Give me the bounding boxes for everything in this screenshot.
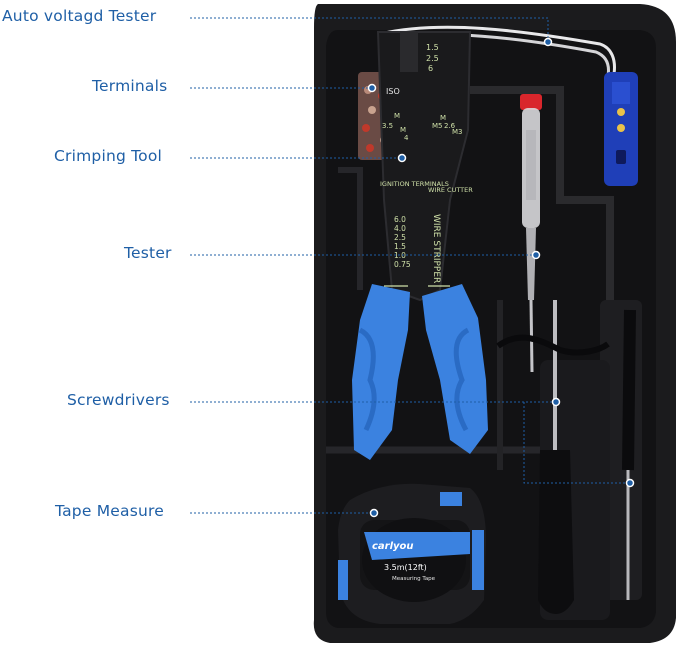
screwdrivers — [496, 300, 636, 614]
crimper-mid-marking-7: M3 — [452, 128, 463, 136]
label-screwdrivers: Screwdrivers — [67, 391, 170, 409]
label-auto-voltage-tester: Auto voltagd Tester — [2, 7, 157, 25]
crimper-gauge-1: 4.0 — [394, 224, 406, 233]
crimper-mid-marking-4: M5 — [432, 122, 443, 130]
dot-crimping-tool — [397, 153, 407, 163]
label-tape-measure: Tape Measure — [55, 502, 164, 520]
tape-subtitle: Measuring Tape — [392, 576, 436, 582]
crimper-wire-cutter: WIRE CUTTER — [428, 186, 473, 194]
crimper-mid-marking-1: 3.5 — [382, 122, 393, 130]
crimper-wire-stripper: WIRE STRIPPER — [431, 214, 441, 283]
label-crimping-tool: Crimping Tool — [54, 147, 163, 165]
leader-screwdrivers-2 — [523, 402, 630, 484]
crimper-gauge-2: 2.5 — [394, 233, 406, 242]
crimper-size-3: 6 — [428, 64, 433, 73]
crimper-iso: ISO — [386, 87, 400, 96]
crimper-ignition: IGNITION TERMINALS — [380, 180, 449, 188]
callout-lines — [190, 17, 630, 514]
crimper-gauge-0: 6.0 — [394, 215, 406, 224]
label-tester: Tester — [124, 244, 172, 262]
crimper-mid-marking-0: M — [394, 112, 400, 120]
callout-dots — [367, 37, 635, 518]
crimper-mid-marking-3: 4 — [404, 134, 409, 142]
crimper-gauges: 6.04.02.51.51.00.75 — [394, 215, 411, 269]
dot-screwdrivers — [551, 397, 561, 407]
crimper-mid-marking-2: M — [400, 126, 406, 134]
crimper-mid-marking-6: 2.6 — [444, 122, 456, 130]
crimper-size-2: 2.5 — [426, 54, 439, 63]
crimping-tool: 1.5 2.5 6 ISO IGNITION TERMINALS WIRE CU… — [352, 31, 488, 460]
crimper-mid-marking-5: M — [440, 114, 446, 122]
dot-screwdrivers-2 — [625, 478, 635, 488]
crimper-gauge-3: 1.5 — [394, 242, 406, 251]
dot-terminals — [367, 83, 377, 93]
crimper-gauge-4: 1.0 — [394, 251, 406, 260]
tape-size: 3.5m(12ft) — [384, 563, 427, 572]
dot-auto-voltage-tester — [543, 37, 553, 47]
tape-brand: carlyou — [372, 541, 414, 552]
leader-auto-voltage-tester — [190, 17, 549, 42]
auto-voltage-tester — [379, 25, 638, 186]
label-terminals: Terminals — [92, 77, 168, 95]
dot-tape-measure — [369, 508, 379, 518]
tape-measure: carlyou 3.5m(12ft) Measuring Tape — [338, 483, 486, 624]
crimper-gauge-5: 0.75 — [394, 260, 411, 269]
dot-tester — [531, 250, 541, 260]
crimper-size-1: 1.5 — [426, 43, 439, 52]
tester-pen — [520, 94, 542, 373]
